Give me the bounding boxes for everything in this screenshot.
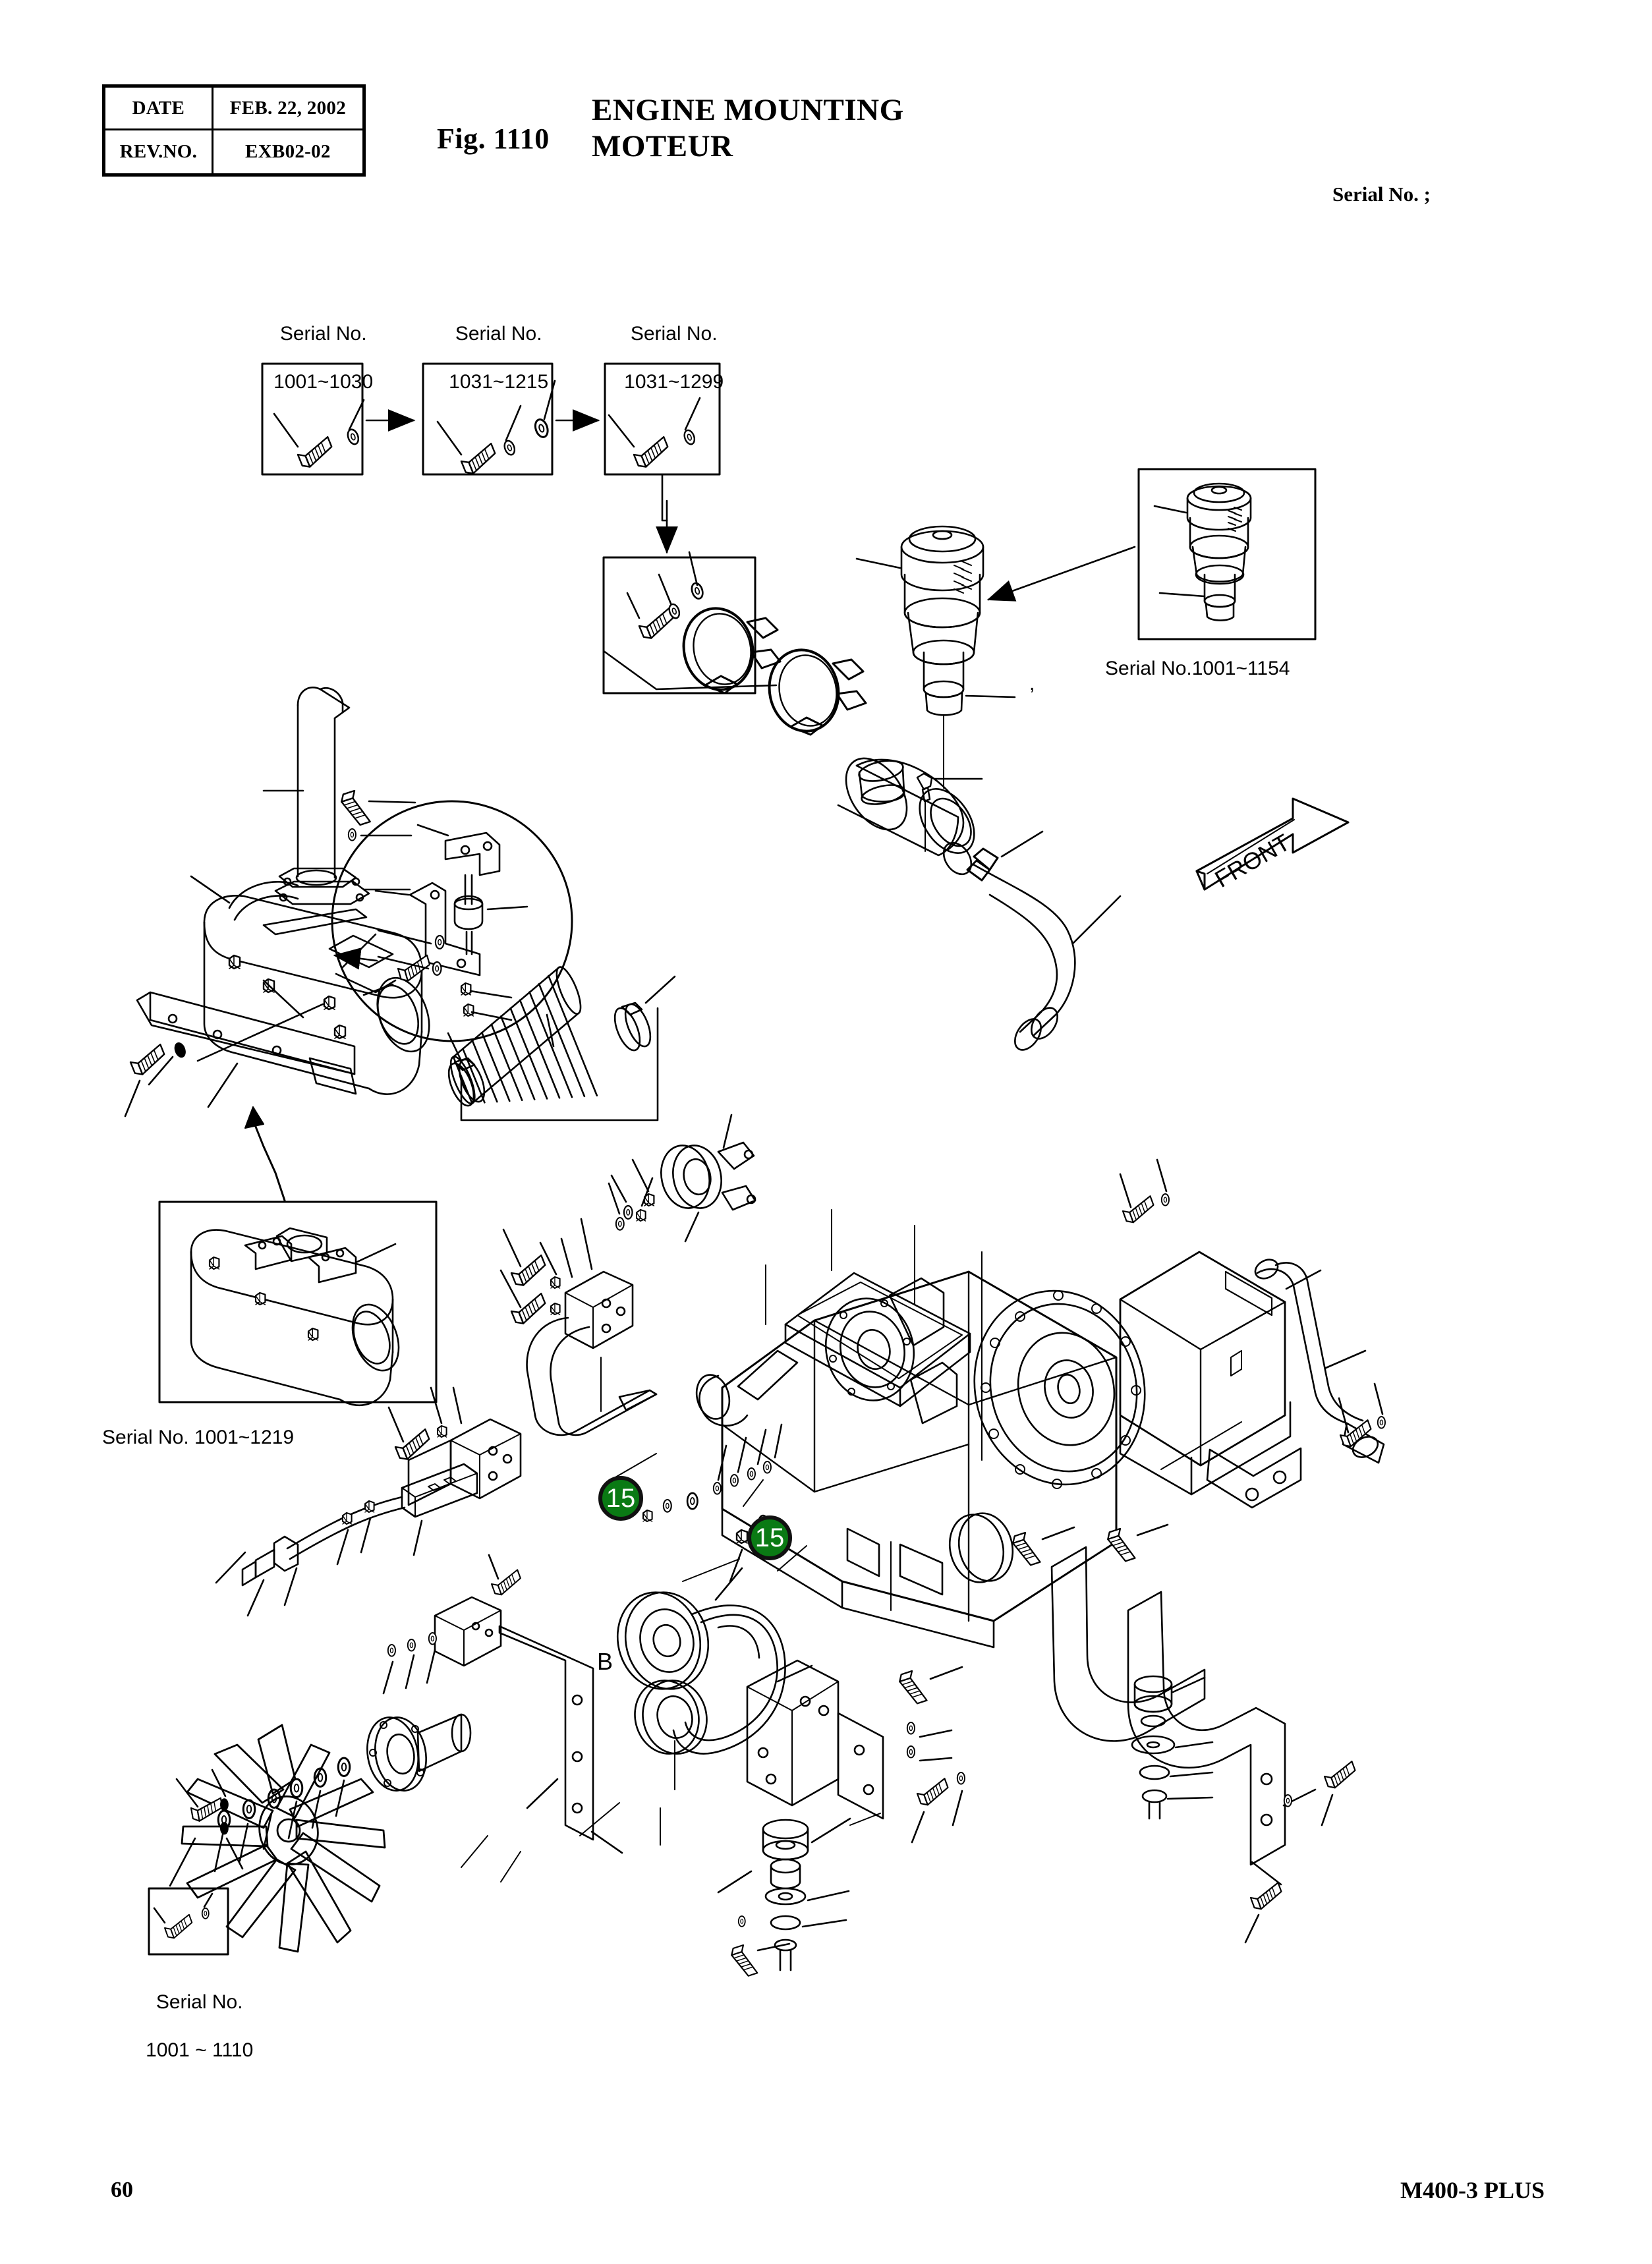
fan-bolt-serial-note: Serial No. 1001 ~ 1110 <box>109 1966 268 2087</box>
variant-label-3-line2: 1031~1299 <box>624 370 724 393</box>
section-letter-b: B <box>597 1648 613 1675</box>
page-title: ENGINE MOUNTING MOTEUR <box>592 92 904 164</box>
precleaner-serial-note: Serial No.1001~1154 <box>1105 658 1290 679</box>
variant-label-1: Serial No. 1001~1030 <box>241 298 384 418</box>
model-name: M400-3 PLUS <box>1400 2177 1545 2203</box>
serial-no-field: Serial No. ; <box>1332 183 1431 206</box>
variant-label-2: Serial No. 1031~1215 <box>416 298 559 418</box>
revno-label: REV.NO. <box>105 130 214 173</box>
figure-number: Fig. 1110 <box>437 123 550 155</box>
variant-label-3: Serial No. 1031~1299 <box>592 298 734 418</box>
variant-label-2-line2: 1031~1215 <box>449 370 549 393</box>
date-value: FEB. 22, 2002 <box>229 97 347 119</box>
variant-label-3-line1: Serial No. <box>630 322 718 345</box>
revision-table: DATE FEB. 22, 2002 REV.NO. EXB02-02 <box>102 84 366 177</box>
date-label: DATE <box>105 88 214 128</box>
page-title-en: ENGINE MOUNTING <box>592 93 904 127</box>
muffler-serial-note: Serial No. 1001~1219 <box>102 1427 295 1448</box>
page-title-fr: MOTEUR <box>592 128 733 163</box>
table-row: REV.NO. EXB02-02 <box>105 130 362 173</box>
variant-label-2-line1: Serial No. <box>455 322 542 345</box>
callout-badge-15-b[interactable]: 15 <box>747 1515 792 1560</box>
variant-label-1-line2: 1001~1030 <box>273 370 374 393</box>
fan-bolt-serial-note-line2: 1001 ~ 1110 <box>146 2039 254 2061</box>
fan-bolt-serial-note-line1: Serial No. <box>156 1991 243 2013</box>
callout-badge-label: 15 <box>755 1523 785 1552</box>
table-row: DATE FEB. 22, 2002 <box>105 88 362 130</box>
svg-text:FRONT: FRONT <box>1211 828 1295 893</box>
callout-badge-label: 15 <box>606 1483 636 1513</box>
stray-comma-mark: , <box>1029 673 1035 694</box>
callout-badge-15-a[interactable]: 15 <box>598 1476 643 1521</box>
revno-value: EXB02-02 <box>245 141 331 162</box>
variant-label-1-line1: Serial No. <box>279 322 367 345</box>
page-number: 60 <box>111 2178 133 2202</box>
